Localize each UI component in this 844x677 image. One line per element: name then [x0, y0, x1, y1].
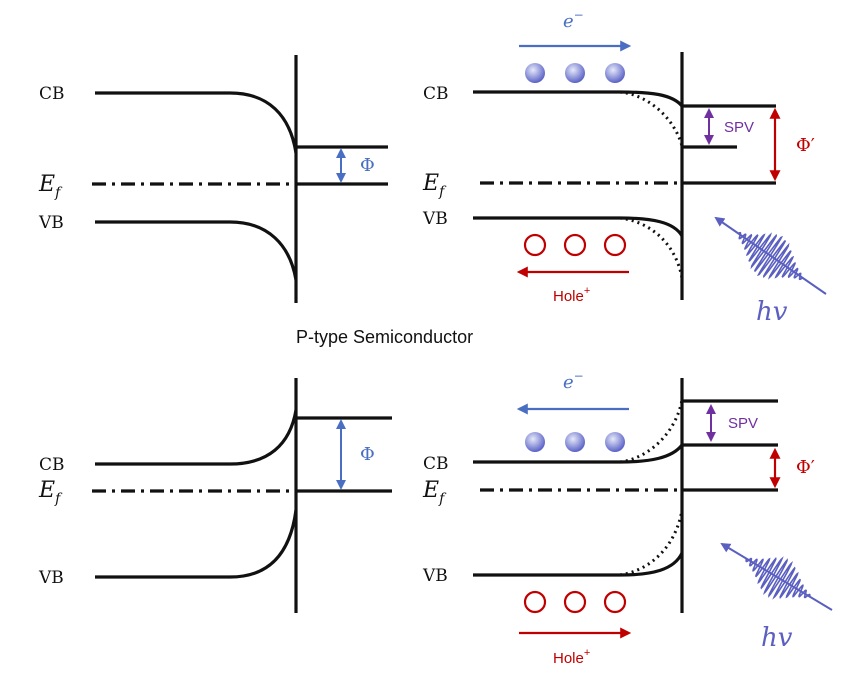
electron-label: e−: [563, 8, 584, 32]
vb-label: VB: [422, 566, 448, 586]
conduction-band: [95, 91, 298, 154]
conduction-band: [95, 409, 298, 466]
panel-top-left: Φ CB Ef VB: [38, 55, 388, 303]
hole-label: Hole+: [553, 647, 590, 667]
spv-label: SPV: [728, 415, 758, 432]
hole: [563, 590, 587, 614]
hole: [523, 590, 547, 614]
vb-label: VB: [422, 209, 448, 229]
photon-icon: [720, 542, 833, 611]
phi-prime-label: Φ′: [796, 135, 815, 156]
hole: [523, 233, 547, 257]
phi-label: Φ: [360, 155, 375, 176]
cb-label: CB: [423, 454, 449, 474]
panel-bottom-right: SPV Φ′ CB Ef VB e− Hole+ hv: [422, 369, 833, 667]
phi-label: Φ: [360, 444, 375, 465]
electron: [525, 432, 545, 452]
cb-label: CB: [39, 455, 65, 475]
electron-label: e−: [563, 369, 584, 393]
conduction-band: [473, 90, 684, 108]
phi-prime-label: Φ′: [796, 457, 815, 478]
hole-label: Hole+: [553, 285, 590, 305]
valence-band-dark: [619, 509, 684, 577]
electron: [565, 63, 585, 83]
hole: [603, 590, 627, 614]
electron: [525, 63, 545, 83]
cb-label: CB: [39, 84, 65, 104]
ef-label: Ef: [38, 478, 63, 507]
electron: [565, 432, 585, 452]
valence-band: [473, 552, 684, 577]
conduction-band-dark: [619, 90, 684, 147]
hv-label: hv: [761, 623, 793, 653]
caption: P-type Semiconductor: [296, 327, 473, 347]
cb-label: CB: [423, 84, 449, 104]
valence-band: [95, 220, 298, 281]
ef-label: Ef: [422, 478, 447, 507]
ef-label: Ef: [422, 171, 447, 200]
valence-band: [95, 509, 298, 579]
panel-top-right: SPV Φ′ CB Ef VB e− Hole+ hv: [422, 8, 827, 327]
panel-bottom-left: Φ CB Ef VB: [38, 378, 392, 613]
hole: [563, 233, 587, 257]
photon-icon: [714, 216, 827, 295]
electron: [605, 432, 625, 452]
hv-label: hv: [756, 297, 788, 327]
valence-band: [473, 216, 684, 237]
hole: [603, 233, 627, 257]
ef-label: Ef: [38, 172, 63, 201]
electron: [605, 63, 625, 83]
vb-label: VB: [38, 213, 64, 233]
vb-label: VB: [38, 568, 64, 588]
spv-label: SPV: [724, 119, 754, 136]
